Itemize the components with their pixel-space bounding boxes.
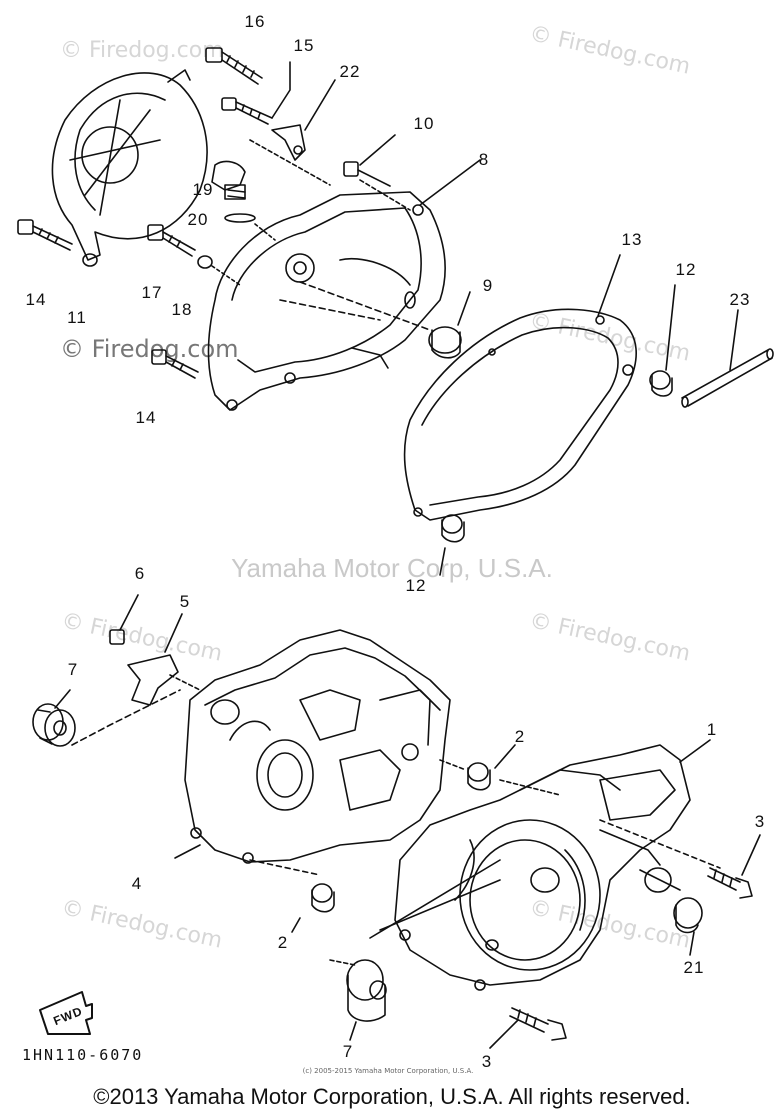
callout-14: 14 (25, 290, 47, 309)
part-8-crankcase-cover (207, 159, 481, 411)
part-2-dowel (439, 744, 561, 796)
callout-6: 6 (134, 564, 146, 583)
callout-12: 12 (675, 260, 697, 279)
footer-copyright: ©2013 Yamaha Motor Corporation, U.S.A. A… (93, 1084, 691, 1109)
callout-4: 4 (131, 874, 143, 893)
part-22-bracket (271, 79, 336, 161)
watermark-yamaha: Yamaha Motor Corp, U.S.A. (231, 553, 553, 583)
part-20-oring (224, 213, 256, 223)
part-3-bolt (489, 1007, 567, 1049)
callout-11: 11 (67, 308, 87, 327)
part-12-dowel (439, 514, 465, 576)
part-12-dowel (649, 284, 676, 397)
part-3-bolt (707, 834, 761, 899)
callout-15: 15 (293, 36, 315, 55)
callout-13: 13 (621, 230, 643, 249)
callout-19: 19 (192, 180, 214, 199)
part-13-gasket (403, 254, 637, 521)
callout-7: 7 (67, 660, 79, 679)
part-23-pin (681, 309, 774, 408)
callout-17: 17 (141, 283, 163, 302)
callout-1: 1 (706, 720, 718, 739)
small-copyright: (c) 2005-2015 Yamaha Motor Corporation, … (302, 1067, 474, 1075)
callout-16: 16 (244, 12, 266, 31)
callout-2: 2 (277, 933, 289, 952)
callout-20: 20 (187, 210, 209, 229)
part-15-bolt (221, 61, 331, 186)
callout-21: 21 (683, 958, 705, 977)
callout-12: 12 (405, 576, 427, 595)
callout-10: 10 (413, 114, 435, 133)
callout-8: 8 (478, 150, 490, 169)
callout-22: 22 (339, 62, 361, 81)
part-7-mount (32, 689, 181, 747)
part-14-bolt (151, 349, 199, 379)
part-11-shroud (51, 69, 208, 267)
watermark-firedog: © Firedog.com (60, 38, 224, 63)
part-10-bolt (343, 134, 411, 211)
callout-3: 3 (481, 1052, 493, 1071)
callout-7: 7 (342, 1042, 354, 1061)
part-2-dowel (291, 883, 335, 933)
callout-5: 5 (179, 592, 191, 611)
part-16-bolt (205, 47, 263, 85)
callout-14: 14 (135, 408, 157, 427)
part-7-mount (329, 959, 387, 1041)
callout-9: 9 (482, 276, 494, 295)
callout-18: 18 (171, 300, 193, 319)
part-1-crankcase-right (369, 739, 721, 991)
fwd-arrow-icon (39, 991, 93, 1035)
part-6-bolt (109, 594, 139, 645)
part-17-bolt (147, 224, 196, 257)
callout-2: 2 (514, 727, 526, 746)
callout-3: 3 (754, 812, 766, 831)
part-18-washer (197, 255, 213, 269)
part-14-bolt (17, 219, 73, 251)
part-21-seal (644, 867, 703, 956)
diagram-code: 1HN110-6070 (22, 1046, 144, 1064)
part-19-plug (211, 160, 246, 200)
part-9-bushing (428, 291, 471, 359)
callout-23: 23 (729, 290, 751, 309)
part-4-crankcase-left (174, 629, 451, 876)
part-5-bracket (127, 613, 201, 706)
